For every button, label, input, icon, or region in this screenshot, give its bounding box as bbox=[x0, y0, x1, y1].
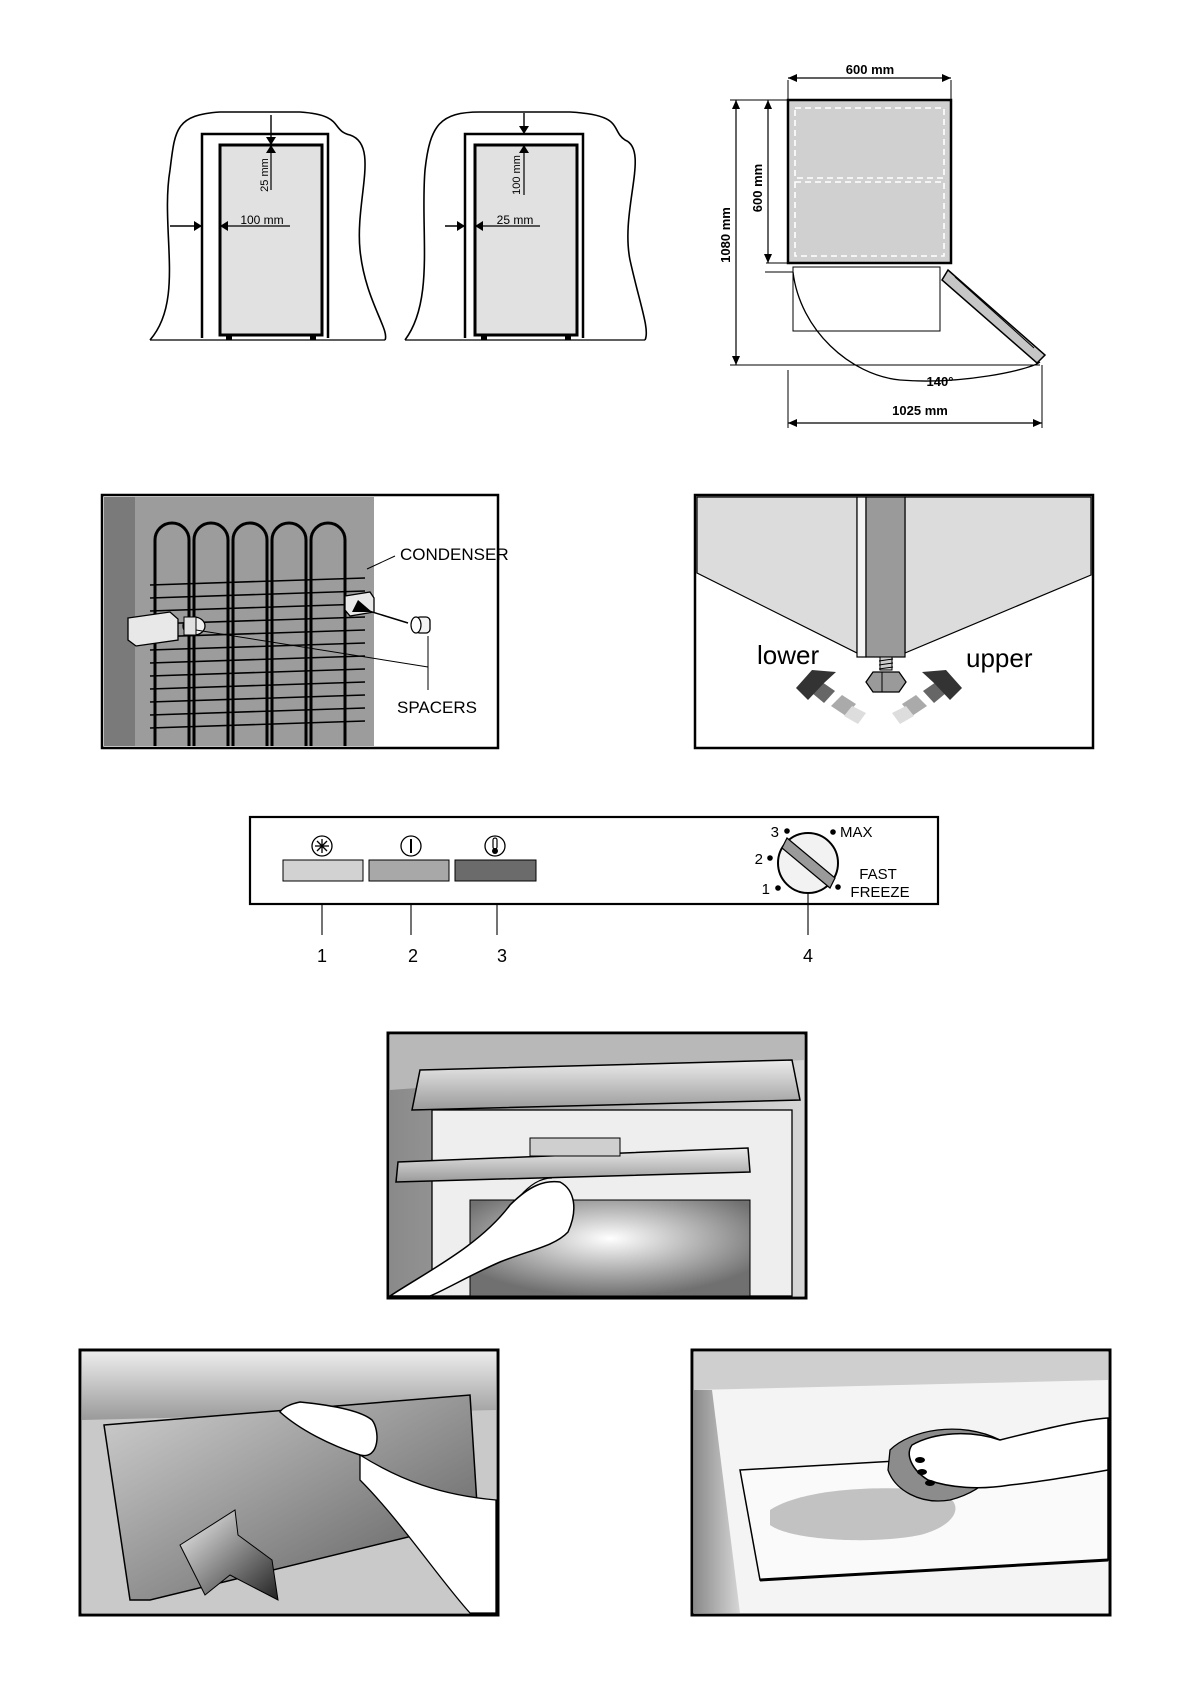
ice-tray bbox=[530, 1138, 620, 1156]
open-door bbox=[942, 270, 1045, 363]
corner-post bbox=[866, 497, 905, 657]
indicator-1-number: 1 bbox=[317, 946, 327, 966]
dial-number: 4 bbox=[803, 946, 813, 966]
clearance-figure-right: 100 mm 25 mm bbox=[405, 112, 646, 340]
clearance-figure-left: 25 mm 100 mm bbox=[150, 112, 386, 340]
condenser-figure: CONDENSER SPACERS bbox=[102, 495, 509, 748]
fast-freeze-label-line1: FAST bbox=[859, 866, 897, 883]
upper-label: upper bbox=[966, 643, 1033, 673]
condenser-label: CONDENSER bbox=[400, 545, 509, 564]
top-gap-label: 25 mm bbox=[259, 158, 271, 192]
snowflake-icon bbox=[315, 839, 329, 853]
appliance-body bbox=[475, 145, 577, 335]
leveling-feet-figure: lower upper bbox=[695, 495, 1093, 748]
appliance-foot bbox=[481, 335, 487, 340]
shelf-removal-figure bbox=[388, 1033, 806, 1298]
width-label: 600 mm bbox=[846, 62, 894, 77]
max-label: MAX bbox=[840, 824, 873, 841]
dial-position-3: 3 bbox=[771, 824, 779, 841]
total-depth-label: 1080 mm bbox=[718, 207, 733, 263]
spacers-label: SPACERS bbox=[397, 698, 477, 717]
dial-position-1: 1 bbox=[762, 881, 770, 898]
indicator-light bbox=[369, 860, 449, 881]
indicator-light bbox=[455, 860, 536, 881]
indicator-2-number: 2 bbox=[408, 946, 418, 966]
appliance-foot bbox=[310, 335, 316, 340]
dimensions-figure: 600 mm 600 mm 1080 mm 140° 1025 mm bbox=[718, 62, 1045, 428]
door-open-outline bbox=[793, 267, 940, 331]
appliance-foot bbox=[565, 335, 571, 340]
door-angle-label: 140° bbox=[927, 374, 954, 389]
dial-position-2: 2 bbox=[755, 851, 763, 868]
top-gap-label: 100 mm bbox=[511, 155, 523, 195]
control-panel-figure: 1 2 3 3 2 bbox=[250, 817, 938, 966]
depth-label: 600 mm bbox=[750, 164, 765, 212]
drawer-removal-figure bbox=[80, 1350, 498, 1615]
lower-label: lower bbox=[757, 640, 819, 670]
indicator-light bbox=[283, 860, 363, 881]
appliance-foot bbox=[226, 335, 232, 340]
door-swing-label: 1025 mm bbox=[892, 403, 948, 418]
cleaning-figure bbox=[692, 1350, 1110, 1615]
side-gap-label: 100 mm bbox=[240, 213, 283, 227]
side-gap-label: 25 mm bbox=[497, 213, 534, 227]
fast-freeze-label-line2: FREEZE bbox=[850, 884, 909, 901]
indicator-3-number: 3 bbox=[497, 946, 507, 966]
